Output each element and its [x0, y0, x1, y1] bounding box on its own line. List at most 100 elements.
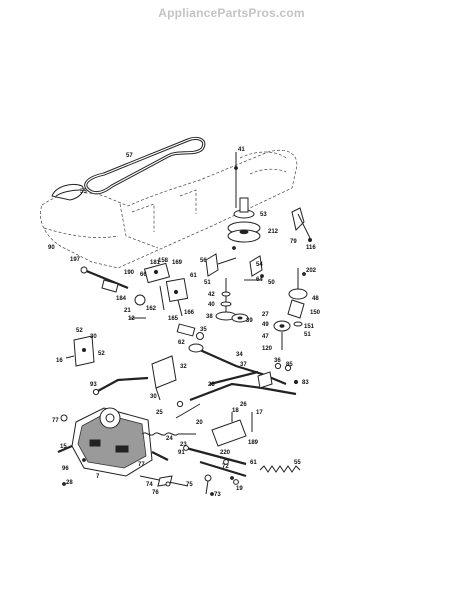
callout-20: 20: [196, 420, 203, 426]
left-bracket: [65, 335, 95, 367]
callout-64: 64: [256, 277, 263, 283]
callout-39: 39: [246, 318, 253, 324]
callout-212: 212: [268, 229, 279, 235]
pulley-assembly: [227, 152, 261, 243]
callout-61-lower: 61: [250, 460, 257, 466]
callout-197: 197: [70, 257, 81, 263]
callout-35: 35: [200, 327, 207, 333]
callout-162: 162: [146, 306, 157, 312]
callout-184: 184: [116, 296, 127, 302]
callout-17: 17: [256, 410, 263, 416]
callout-21: 21: [124, 308, 131, 314]
callout-73: 73: [214, 492, 221, 498]
frame-outline: [40, 149, 298, 269]
callout-90: 90: [48, 245, 55, 251]
idler-stack: [215, 278, 249, 323]
callout-28: 28: [208, 382, 215, 388]
brake-springs: [141, 400, 201, 436]
callout-77-lower: 77: [138, 462, 145, 468]
transaxle: [57, 407, 169, 477]
callout-93: 93: [90, 382, 97, 388]
callout-37: 37: [240, 362, 247, 368]
callout-23: 23: [180, 442, 187, 448]
callout-12: 12: [128, 316, 135, 322]
bracket-32: [151, 355, 177, 401]
lower-linkage: [139, 474, 212, 495]
callout-220: 220: [220, 450, 231, 456]
callout-38: 38: [206, 314, 213, 320]
callout-57: 57: [126, 153, 133, 159]
callout-166: 166: [184, 310, 195, 316]
callout-7: 7: [96, 474, 100, 480]
callout-32: 32: [180, 364, 187, 370]
callout-190: 190: [124, 270, 135, 276]
callout-169: 169: [172, 260, 183, 266]
callout-61: 61: [190, 273, 197, 279]
shift-rod: [92, 376, 149, 396]
callout-52-lower: 52: [98, 351, 105, 357]
bracket-79: [291, 207, 312, 242]
callout-19: 19: [236, 486, 243, 492]
watermark: AppliancePartsPros.com: [158, 6, 305, 20]
callout-55-spring: 55: [294, 460, 301, 466]
callout-66: 66: [140, 272, 147, 278]
callout-26: 26: [240, 402, 247, 408]
callout-56: 56: [200, 258, 207, 264]
brake-lever: [211, 412, 253, 447]
callout-189: 189: [248, 440, 259, 446]
linkage-block: [130, 262, 189, 319]
long-spring: [259, 465, 301, 473]
callout-25: 25: [156, 410, 163, 416]
callout-202: 202: [306, 268, 317, 274]
callout-55: 55: [80, 189, 87, 195]
callout-158: 158: [158, 258, 169, 264]
callout-151: 151: [304, 324, 315, 330]
callout-85: 85: [286, 362, 293, 368]
callout-165: 165: [168, 316, 179, 322]
callout-77: 77: [52, 418, 59, 424]
callout-74: 74: [146, 482, 153, 488]
callout-47: 47: [262, 334, 269, 340]
callout-76: 76: [152, 490, 159, 496]
callout-15: 15: [60, 444, 67, 450]
callout-51: 51: [204, 280, 211, 286]
fasteners: [62, 166, 306, 496]
callout-181: 181: [150, 260, 161, 266]
callout-30-lower: 30: [150, 394, 157, 400]
callout-27: 27: [262, 312, 269, 318]
clutch-rod: [176, 323, 299, 402]
callout-62: 62: [178, 340, 185, 346]
idler-brackets: [205, 253, 263, 281]
callout-53: 53: [260, 212, 267, 218]
callout-75: 75: [186, 482, 193, 488]
callout-28-lower: 28: [66, 480, 73, 486]
callout-34: 34: [236, 352, 243, 358]
drive-belt: [84, 136, 206, 195]
callout-150: 150: [310, 310, 321, 316]
callout-24: 24: [166, 436, 173, 442]
callout-83: 83: [302, 380, 309, 386]
callout-91: 91: [178, 450, 185, 456]
pivot-shaft: [80, 266, 129, 293]
callout-54: 54: [256, 262, 263, 268]
callout-41: 41: [238, 147, 245, 153]
callout-52: 52: [76, 328, 83, 334]
right-idler: [273, 268, 308, 350]
callout-72: 72: [222, 464, 229, 470]
callout-50: 50: [268, 280, 275, 286]
callout-49: 49: [262, 322, 269, 328]
callout-18: 18: [232, 408, 239, 414]
callout-79: 79: [290, 239, 297, 245]
callout-116: 116: [306, 245, 316, 251]
callout-96: 96: [62, 466, 69, 472]
callout-51-right: 51: [304, 332, 311, 338]
lower-rods: [183, 445, 247, 485]
callout-40: 40: [208, 302, 215, 308]
callout-36: 36: [274, 358, 281, 364]
callout-30: 30: [90, 334, 97, 340]
callout-42: 42: [208, 292, 215, 298]
callout-16: 16: [56, 358, 63, 364]
